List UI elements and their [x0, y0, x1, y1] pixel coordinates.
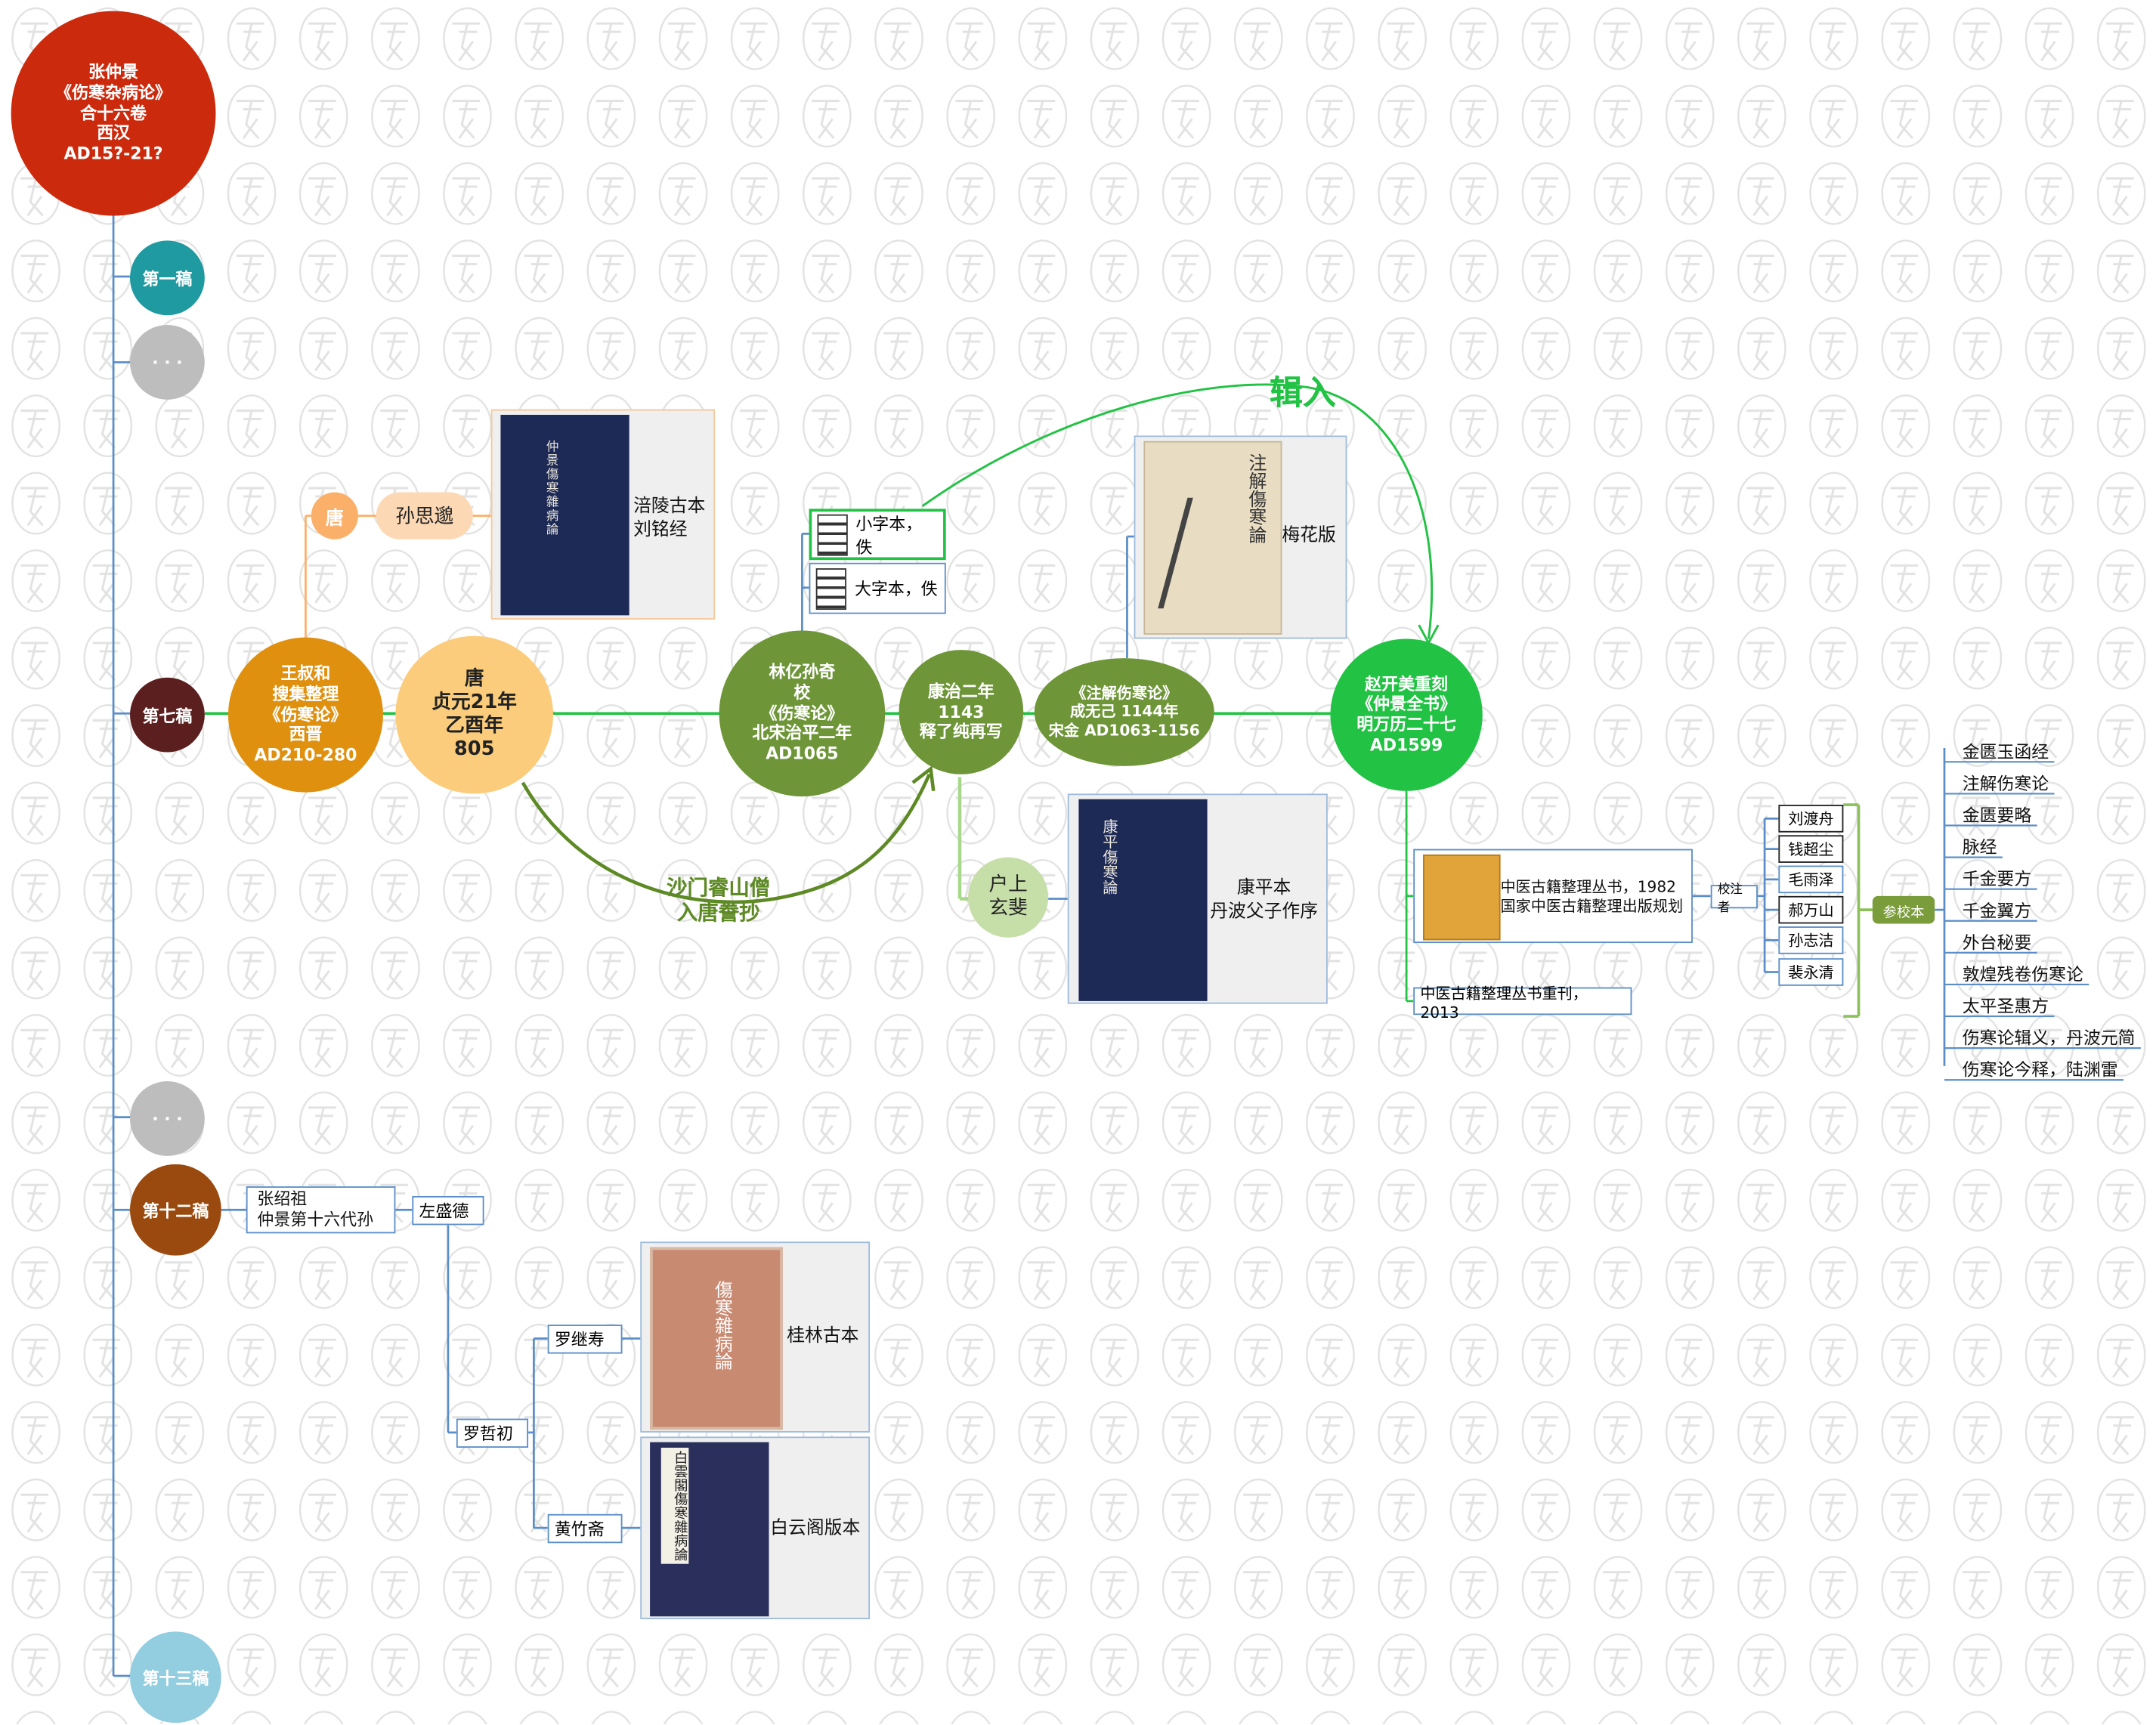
draft-13-node[interactable]: 第十三稿: [130, 1631, 221, 1723]
kangzhi-text: 康治二年 1143 释了纯再写: [919, 682, 1003, 742]
modern-book-2013-text: 中医古籍整理丛书重刊，2013: [1420, 984, 1588, 1022]
canjiao-label: 参校本: [1882, 904, 1925, 920]
jiaozhu-label-box[interactable]: 校注者: [1710, 883, 1758, 915]
wang-shuhe-node[interactable]: 王叔和 搜集整理 《伤寒论》 西晋 AD210-280: [227, 637, 383, 793]
luo-zhechu-box[interactable]: 罗哲初: [456, 1418, 529, 1448]
guilin-book-card[interactable]: 傷寒雜病論 桂林古本: [640, 1241, 871, 1433]
tang-label: 唐: [325, 508, 344, 529]
large-print-version-box[interactable]: 大字本，佚: [809, 562, 946, 614]
annotator-box[interactable]: 裴永清: [1778, 958, 1844, 986]
root-text: 张仲景 《伤寒杂病论》 合十六卷 西汉 AD15?-21?: [55, 63, 172, 163]
annotator-box[interactable]: 郝万山: [1778, 895, 1844, 924]
modern-book-1982[interactable]: 中医古籍整理丛书，1982 国家中医古籍整理出版规划: [1413, 849, 1693, 944]
zhang-shaozu-box[interactable]: 张绍祖 仲景第十六代孙: [246, 1186, 396, 1234]
kangzhi-node[interactable]: 康治二年 1143 释了纯再写: [899, 650, 1024, 774]
sun-simiao-label: 孙思邈: [395, 505, 454, 529]
zuo-shengde-box[interactable]: 左盛德: [412, 1195, 484, 1226]
zhujie-text: 《注解伤寒论》 成无己 1144年 宋金 AD1063-1156: [1048, 684, 1200, 740]
fuling-book-cover: 仲景傷寒雜病論: [500, 415, 629, 616]
annotator-box[interactable]: 刘渡舟: [1778, 805, 1844, 833]
ellipsis-node-2[interactable]: · · ·: [130, 1081, 205, 1156]
zuo-shengde-label: 左盛德: [419, 1201, 469, 1221]
kangping-book-card[interactable]: 康平傷寒論 康平本 丹波父子作序: [1067, 793, 1328, 1004]
modern-book-2013[interactable]: 中医古籍整理丛书重刊，2013: [1413, 984, 1632, 1021]
luo-zhechu-label: 罗哲初: [463, 1424, 513, 1444]
small-print-version-box[interactable]: 小字本，佚: [809, 509, 946, 561]
ellipsis-label: · · ·: [152, 1108, 183, 1129]
luo-jishou-box[interactable]: 罗继寿: [547, 1325, 623, 1354]
draft-7-label: 第七稿: [142, 706, 193, 725]
reference-text-item[interactable]: 金匮要略: [1962, 805, 2032, 826]
meihua-cover-title: 注解傷寒論: [1245, 453, 1266, 544]
annotator-box[interactable]: 毛雨泽: [1778, 865, 1844, 894]
reference-text-item[interactable]: 注解伤寒论: [1962, 772, 2049, 794]
baiyun-book-cover: 白雲閣傷寒雜病論: [650, 1442, 769, 1617]
wang-shuhe-text: 王叔和 搜集整理 《伤寒论》 西晋 AD210-280: [254, 664, 357, 765]
zhenyuan-text: 唐 贞元21年 乙酉年 805: [432, 667, 517, 761]
sun-simiao-node[interactable]: 孙思邈: [376, 492, 473, 539]
luo-jishou-label: 罗继寿: [554, 1330, 605, 1350]
kangping-book-cover: 康平傷寒論: [1078, 799, 1208, 1001]
ellipsis-node-1[interactable]: · · ·: [130, 325, 205, 400]
lin-yi-node[interactable]: 林亿孙奇 校 《伤寒论》 北宋治平二年 AD1065: [719, 630, 886, 797]
plum-branch-icon: [1158, 497, 1248, 609]
reference-text-item[interactable]: 太平圣惠方: [1962, 995, 2049, 1017]
canjiao-node[interactable]: 参校本: [1872, 895, 1935, 924]
reference-text-item[interactable]: 伤寒论辑义，丹波元简: [1962, 1027, 2136, 1049]
reference-text-item[interactable]: 脉经: [1962, 836, 1997, 858]
lin-yi-text: 林亿孙奇 校 《伤寒论》 北宋治平二年 AD1065: [752, 663, 852, 764]
meihua-book-cover: 注解傷寒論: [1143, 441, 1282, 635]
root-node-zhang-zhongjing[interactable]: 张仲景 《伤寒杂病论》 合十六卷 西汉 AD15?-21?: [11, 11, 216, 216]
huang-zhuzhai-box[interactable]: 黄竹斋: [547, 1513, 623, 1544]
kangping-card-text: 康平本 丹波父子作序: [1210, 878, 1319, 923]
draft-1-node[interactable]: 第一稿: [130, 240, 205, 316]
zhao-kaimei-node[interactable]: 赵开美重刻 《仲景全书》 明万历二十七 AD1599: [1330, 638, 1483, 791]
reference-text-item[interactable]: 伤寒论今释，陆渊雷: [1962, 1059, 2118, 1080]
modern-book-1982-text: 中医古籍整理丛书，1982 国家中医古籍整理出版规划: [1500, 878, 1684, 917]
draft-7-node[interactable]: 第七稿: [130, 677, 205, 753]
ellipsis-label: · · ·: [152, 352, 183, 373]
fuling-card-text: 涪陵古本 刘铭经: [633, 496, 706, 541]
huang-zhuzhai-label: 黄竹斋: [554, 1519, 605, 1539]
kangping-cover-title: 康平傷寒論: [1100, 818, 1119, 895]
fuling-cover-title: 仲景傷寒雜病論: [543, 439, 558, 537]
annotator-box[interactable]: 孙志洁: [1778, 926, 1844, 954]
meihua-label: 梅花版: [1282, 525, 1336, 546]
zhang-shaozu-text: 张绍祖 仲景第十六代孙: [257, 1189, 374, 1229]
guilin-label: 桂林古本: [787, 1325, 859, 1347]
large-print-label: 大字本，佚: [854, 579, 938, 599]
book-icon: [815, 567, 846, 610]
reference-text-item[interactable]: 敦煌残卷伤寒论: [1962, 963, 2083, 985]
baiyun-cover-title: 白雲閣傷寒雜病論: [660, 1448, 689, 1564]
book-cover-thumbnail: [1423, 854, 1501, 941]
reference-text-item[interactable]: 千金翼方: [1962, 900, 2032, 921]
hushang-node[interactable]: 户上 玄斐: [968, 857, 1049, 938]
draft-1-label: 第一稿: [142, 268, 193, 289]
guilin-book-cover: 傷寒雜病論: [650, 1247, 783, 1430]
reference-text-item[interactable]: 千金要方: [1962, 868, 2032, 889]
zhenyuan-node[interactable]: 唐 贞元21年 乙酉年 805: [395, 635, 553, 794]
guilin-cover-title: 傷寒雜病論: [710, 1280, 732, 1371]
draft-13-label: 第十三稿: [142, 1668, 209, 1688]
tang-node[interactable]: 唐: [311, 492, 358, 539]
shamen-label: 沙门睿山僧 入唐誊抄: [667, 875, 771, 926]
fuling-book-card[interactable]: 仲景傷寒雜病論 涪陵古本 刘铭经: [490, 409, 716, 620]
meihua-book-card[interactable]: 注解傷寒論 梅花版: [1134, 435, 1347, 639]
annotator-box[interactable]: 钱超尘: [1778, 835, 1844, 863]
zhujie-node[interactable]: 《注解伤寒论》 成无己 1144年 宋金 AD1063-1156: [1034, 658, 1214, 766]
small-print-label: 小字本，佚: [855, 513, 923, 557]
hushang-text: 户上 玄斐: [988, 873, 1028, 920]
draft-12-node[interactable]: 第十二稿: [130, 1164, 221, 1256]
jiru-label: 辑入: [1269, 373, 1336, 413]
baiyun-book-card[interactable]: 白雲閣傷寒雜病論 白云阁版本: [640, 1436, 871, 1619]
draft-12-label: 第十二稿: [142, 1201, 209, 1220]
jiaozhu-label: 校注者: [1717, 883, 1743, 915]
reference-text-item[interactable]: 金匮玉函经: [1962, 740, 2049, 762]
book-icon: [817, 513, 848, 555]
baiyun-label: 白云阁版本: [770, 1518, 861, 1539]
reference-text-item[interactable]: 外台秘要: [1962, 932, 2032, 953]
zhao-kaimei-text: 赵开美重刻 《仲景全书》 明万历二十七 AD1599: [1356, 674, 1456, 755]
